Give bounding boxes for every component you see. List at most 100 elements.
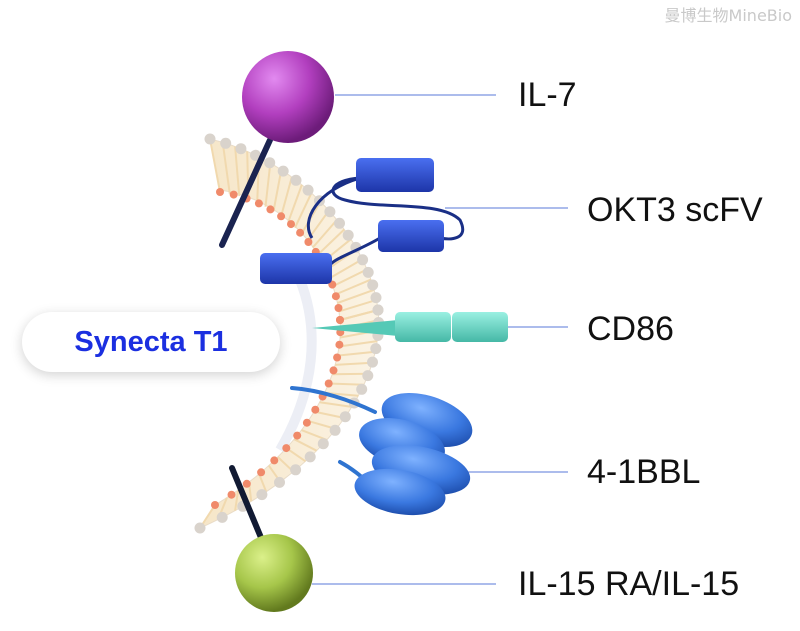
lipid-tail: [258, 473, 268, 493]
lipid-head-inner: [211, 501, 219, 509]
lipid-head: [342, 229, 354, 241]
lipid-head-inner: [227, 490, 236, 499]
lipid-tail: [332, 372, 369, 376]
lipid-head-inner: [296, 228, 305, 237]
lipid-head: [334, 217, 345, 229]
lipid-head: [324, 206, 336, 218]
lipid-head-inner: [254, 199, 263, 208]
membrane-shadow: [275, 278, 317, 453]
lipid-tail: [339, 309, 379, 321]
lipid-head-inner: [277, 212, 286, 221]
lipid-head-inner: [302, 418, 311, 427]
label-okt3-scfv: OKT3 scFV: [587, 191, 763, 229]
lipid-tail: [328, 382, 364, 386]
lipid-head: [304, 451, 316, 463]
lipid-head-inner: [216, 188, 224, 196]
lipid-head-inner: [293, 431, 302, 440]
lipid-head-inner: [266, 205, 275, 214]
lipid-tail: [221, 142, 231, 194]
lipid-head: [357, 254, 369, 266]
lipid-head: [235, 143, 247, 155]
lipid-tail: [317, 228, 345, 256]
lipid-tail: [332, 268, 368, 288]
lipid-tail: [280, 176, 293, 217]
lipid-head: [317, 438, 329, 450]
lipid-head: [277, 165, 289, 177]
lipid-head-inner: [333, 353, 342, 362]
lipid-head-inner: [335, 340, 344, 349]
lipid-head: [367, 356, 378, 368]
lipid-tail: [338, 298, 377, 313]
lipid-tail: [264, 162, 272, 207]
lipid-head-inner: [229, 190, 238, 199]
lipid-head: [290, 464, 302, 476]
lipid-tail: [272, 169, 283, 212]
lipid-tail: [287, 184, 303, 223]
lipid-head-inner: [242, 479, 251, 488]
label-4-1bbl: 4-1BBL: [587, 453, 701, 491]
lipid-tail: [319, 401, 352, 408]
lipid-tail: [311, 219, 338, 249]
lipid-head: [372, 304, 384, 316]
lipid-tail: [337, 288, 375, 304]
lipid-head-inner: [304, 238, 313, 246]
lipid-head: [216, 511, 228, 523]
product-badge: Synecta T1: [22, 312, 280, 372]
lipid-head: [370, 292, 382, 304]
lipid-tail: [313, 410, 345, 419]
lipid-head-inner: [282, 444, 291, 453]
lipid-head: [362, 266, 374, 278]
lipid-head: [329, 424, 341, 436]
lipid-head: [250, 149, 261, 161]
okt3-domain-middle: [378, 220, 444, 252]
okt3-domain-lower: [260, 253, 332, 284]
cd86-domain-1: [395, 312, 451, 342]
lipid-tail: [335, 361, 373, 366]
okt3-domain-upper: [356, 158, 434, 192]
lipid-tail: [209, 138, 221, 193]
okt3-construct: [260, 158, 464, 284]
lipid-tail: [338, 340, 378, 348]
il15-construct: [229, 465, 313, 612]
lipid-head: [367, 279, 379, 291]
lipid-head: [204, 133, 216, 145]
lipid-tail: [234, 489, 240, 511]
lipid-head: [256, 489, 268, 501]
label-il15-ra-il15: IL-15 RA/IL-15: [518, 565, 740, 603]
cd86-construct: [312, 312, 508, 342]
41bbl-lobe-4: [354, 468, 446, 516]
lipid-tail: [329, 258, 363, 279]
lipid-tail: [293, 438, 318, 452]
lipid-head: [274, 476, 285, 488]
lipid-head-inner: [311, 405, 320, 414]
lipid-tail: [234, 146, 241, 197]
lipid-head: [356, 383, 368, 395]
lipid-head: [290, 174, 302, 186]
lipid-tail: [335, 278, 372, 296]
cd86-domain-2: [452, 312, 508, 342]
41bbl-construct: [290, 386, 473, 516]
lipid-head-inner: [329, 366, 338, 375]
lipid-head-inner: [324, 379, 333, 388]
lipid-head: [370, 343, 382, 355]
lipid-head: [264, 157, 276, 169]
lipid-head-inner: [334, 304, 343, 312]
lipid-head: [362, 370, 374, 382]
label-cd86: CD86: [587, 310, 674, 348]
lipid-head-inner: [270, 456, 279, 465]
product-badge-text: Synecta T1: [74, 325, 228, 358]
lipid-head: [194, 522, 206, 534]
lipid-head-inner: [331, 292, 340, 301]
lipid-head: [302, 184, 314, 196]
lipid-tails: [199, 138, 379, 529]
il7-stalk: [219, 137, 273, 248]
lipid-tail: [337, 350, 376, 357]
il15-sphere: [235, 534, 313, 612]
il7-sphere: [242, 51, 334, 143]
il7-construct: [219, 51, 334, 248]
lipid-head-inner: [336, 316, 344, 324]
lipid-head: [339, 411, 351, 423]
il15-stalk: [229, 465, 265, 543]
label-il7: IL-7: [518, 76, 577, 114]
